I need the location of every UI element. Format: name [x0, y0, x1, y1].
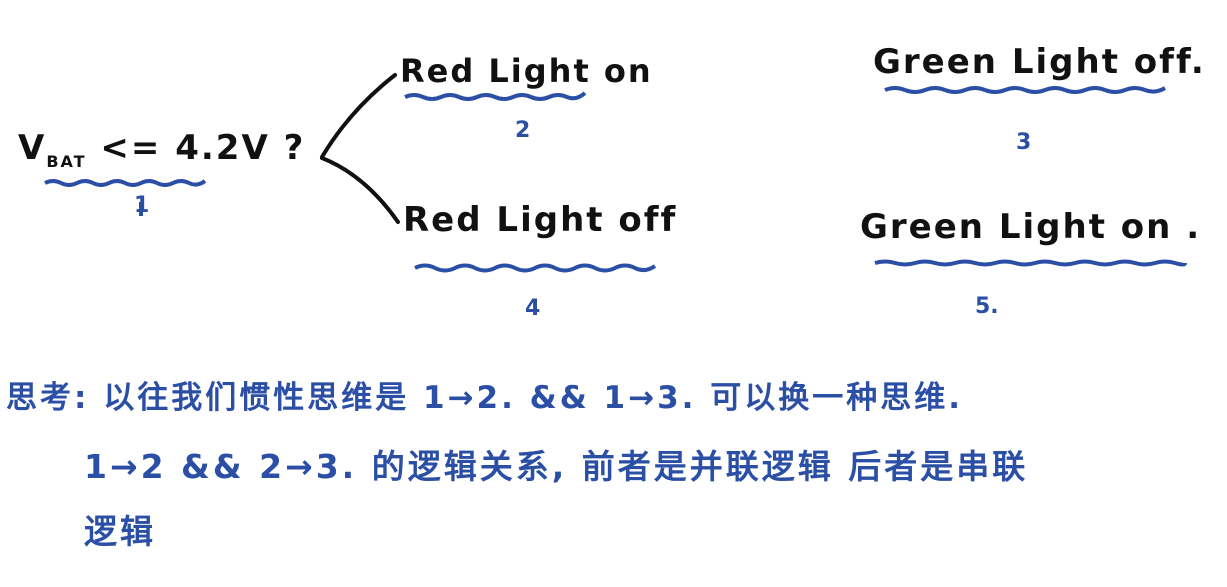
outcome-number-3: 3: [1016, 130, 1032, 155]
outcome-number-4: 4: [525, 296, 541, 321]
note-line-1: 思考: 以往我们惯性思维是 1→2. && 1→3. 可以换一种思维.: [6, 380, 963, 416]
condition-label: VBAT <= 4.2V ?: [18, 128, 306, 171]
wavy-underline-4: [414, 263, 657, 273]
outcome-green-light-off: Green Light off.: [873, 42, 1206, 82]
outcome-red-light-on: Red Light on: [400, 52, 653, 90]
wavy-underline-2: [404, 91, 587, 101]
wavy-underline-1: [44, 179, 207, 187]
branch-line-up: [320, 73, 397, 159]
note-line-2: 1→2 && 2→3. 的逻辑关系, 前者是并联逻辑 后者是串联: [84, 447, 1029, 486]
outcome-number-2: 2: [515, 118, 531, 143]
outcome-red-light-off: Red Light off: [403, 200, 678, 240]
outcome-green-light-on: Green Light on .: [860, 207, 1202, 247]
outcome-number-5: 5.: [975, 294, 999, 319]
wavy-underline-5: [874, 259, 1187, 267]
note-line-3: 逻辑: [84, 512, 156, 551]
condition-number: 1: [134, 193, 150, 218]
branch-line-down: [320, 156, 400, 224]
wavy-underline-3: [884, 86, 1167, 94]
